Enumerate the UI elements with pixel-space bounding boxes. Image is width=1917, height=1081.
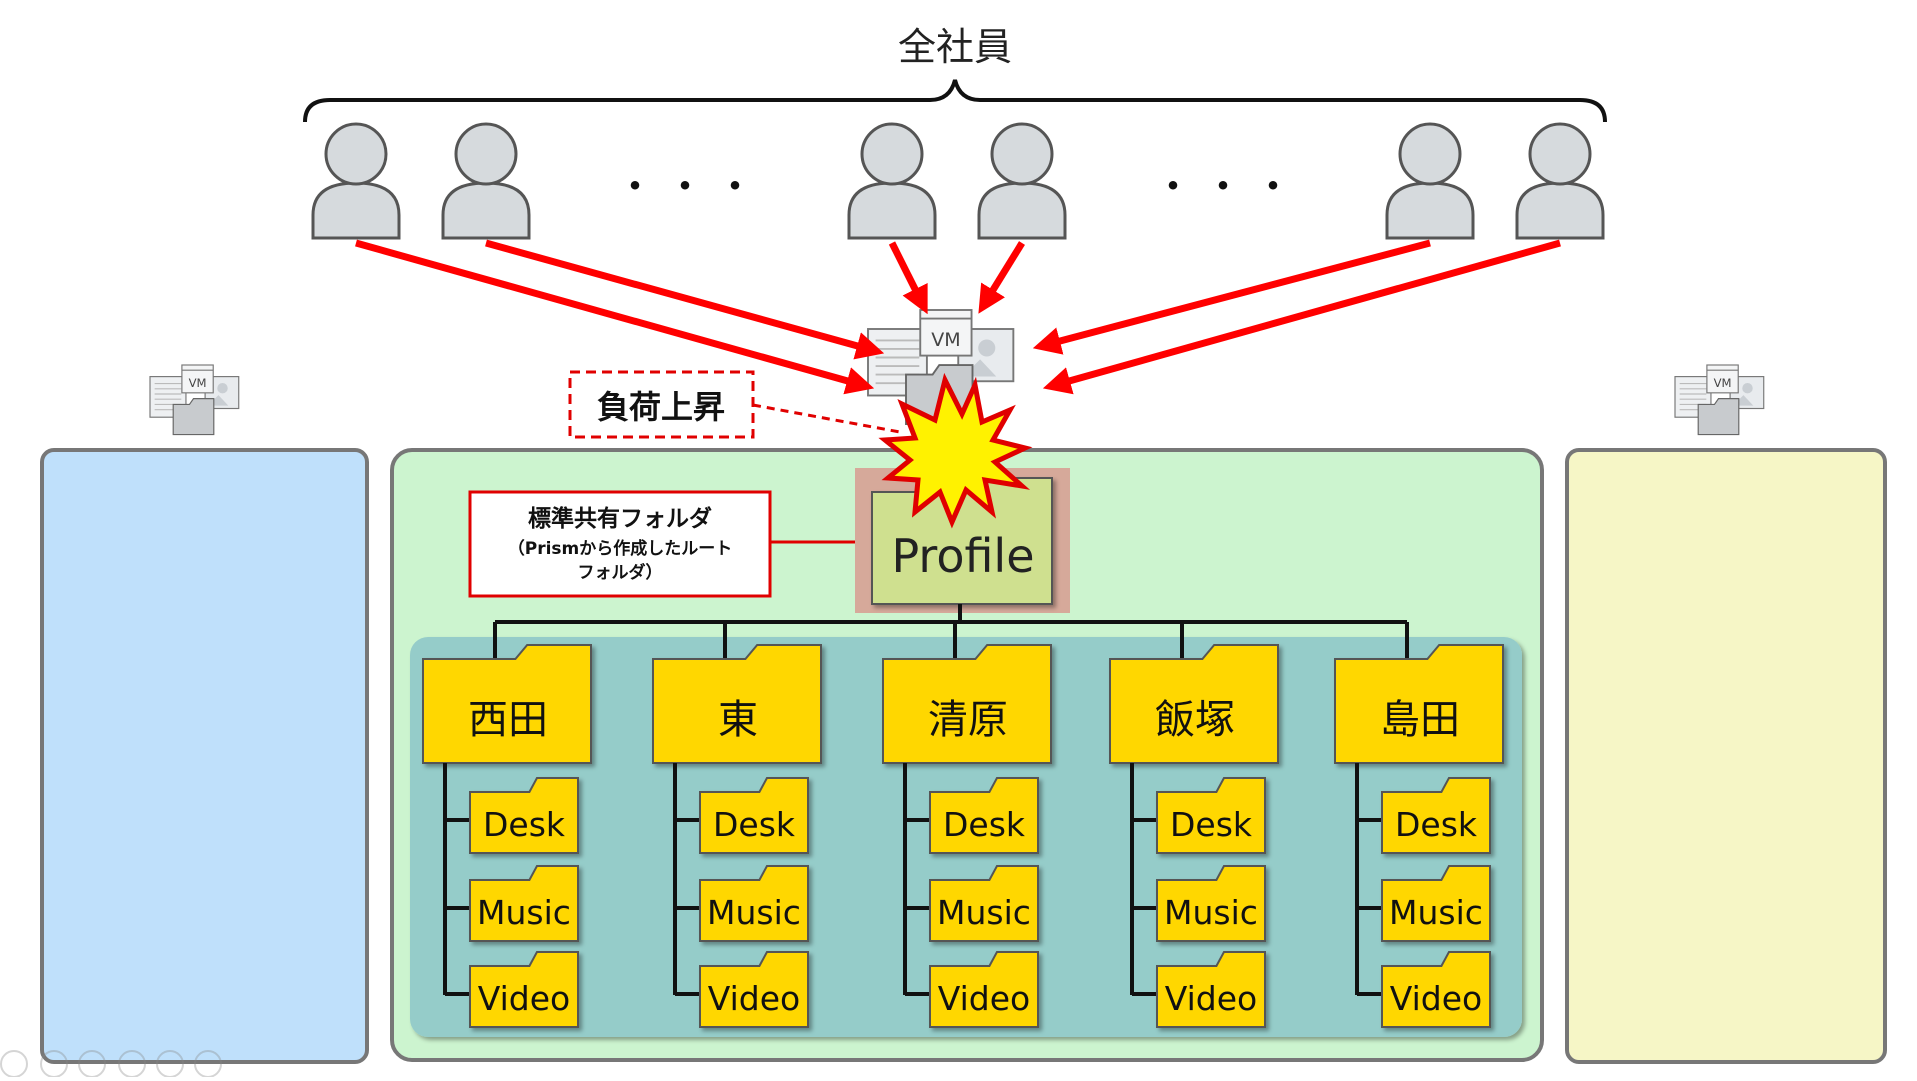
brace: [303, 79, 1607, 123]
user-icon: [977, 122, 1067, 240]
subfolder-shape[interactable]: [699, 951, 809, 1028]
vm-icon-right: VM: [1674, 364, 1765, 436]
subfolder-desk[interactable]: Desk: [469, 777, 579, 854]
subfolder-music[interactable]: Music: [1156, 865, 1266, 942]
user-folder-label: 東: [718, 697, 758, 743]
subfolder-music[interactable]: Music: [929, 865, 1039, 942]
load-label: 負荷上昇: [597, 388, 725, 426]
user-icon: [1385, 122, 1475, 240]
subfolder-video[interactable]: Video: [1156, 951, 1266, 1028]
subfolder-shape[interactable]: [469, 777, 579, 854]
subfolder-video[interactable]: Video: [929, 951, 1039, 1028]
callout-line1: 標準共有フォルダ: [528, 505, 712, 532]
user-icon: [1515, 122, 1605, 240]
subfolder-label: Music: [477, 893, 571, 932]
access-arrow: [485, 239, 885, 360]
subfolder-label: Music: [937, 893, 1031, 932]
subfolder-desk[interactable]: Desk: [1156, 777, 1266, 854]
callout-line2: （Prismから作成したルート: [508, 538, 733, 559]
subfolder-label: Music: [1389, 893, 1483, 932]
subfolder-shape[interactable]: [1381, 951, 1491, 1028]
subfolder-desk[interactable]: Desk: [699, 777, 809, 854]
user-folder-label: 西田: [468, 697, 548, 743]
subfolder-video[interactable]: Video: [1381, 951, 1491, 1028]
subfolder-shape[interactable]: [1381, 865, 1491, 942]
subfolder-label: Video: [1390, 979, 1482, 1018]
subfolder-label: Desk: [483, 805, 566, 844]
access-arrow: [1032, 239, 1431, 355]
subfolder-shape[interactable]: [929, 951, 1039, 1028]
load-label-connector: [752, 403, 901, 434]
right-panel: [1565, 448, 1887, 1064]
user-folder-label: 清原: [928, 697, 1008, 743]
subfolder-shape[interactable]: [469, 951, 579, 1028]
subfolder-desk[interactable]: Desk: [1381, 777, 1491, 854]
left-panel: [40, 448, 369, 1064]
subfolder-shape[interactable]: [699, 777, 809, 854]
user-folder-label: 島田: [1380, 697, 1460, 743]
tree-lines: [493, 604, 1409, 660]
subfolder-label: Desk: [1395, 805, 1478, 844]
callout-line3: フォルダ）: [578, 562, 663, 583]
subfolder-label: Desk: [1170, 805, 1253, 844]
subfolder-label: Music: [1164, 893, 1258, 932]
subfolder-label: Video: [1165, 979, 1257, 1018]
access-arrow: [978, 241, 1025, 314]
burst-icon: [878, 372, 1033, 529]
subfolder-desk[interactable]: Desk: [929, 777, 1039, 854]
user-folder-shape[interactable]: [882, 644, 1052, 764]
subfolder-shape[interactable]: [929, 865, 1039, 942]
access-arrow: [1042, 239, 1561, 395]
people-row: [311, 122, 1605, 240]
user-folder-shape[interactable]: [1109, 644, 1279, 764]
user-icon: [311, 122, 401, 240]
subfolder-shape[interactable]: [929, 777, 1039, 854]
subfolder-shape[interactable]: [699, 865, 809, 942]
profile-label: Profile: [891, 529, 1034, 583]
subfolder-music[interactable]: Music: [699, 865, 809, 942]
title: 全社員: [898, 25, 1012, 69]
subfolder-label: Music: [707, 893, 801, 932]
subfolder-video[interactable]: Video: [699, 951, 809, 1028]
user-folder-shape[interactable]: [1334, 644, 1504, 764]
subfolder-shape[interactable]: [1156, 777, 1266, 854]
subfolder-music[interactable]: Music: [1381, 865, 1491, 942]
subfolder-label: Desk: [943, 805, 1026, 844]
ellipsis-left: ・・・: [615, 164, 765, 210]
user-folder-shape[interactable]: [652, 644, 822, 764]
subfolder-music[interactable]: Music: [469, 865, 579, 942]
user-folder-label: 飯塚: [1155, 697, 1235, 743]
subfolder-shape[interactable]: [1156, 951, 1266, 1028]
vm-icon-left: VM: [149, 364, 240, 436]
access-arrow: [355, 239, 875, 395]
subfolder-label: Video: [478, 979, 570, 1018]
subfolder-shape[interactable]: [1156, 865, 1266, 942]
ellipsis-right: ・・・: [1153, 164, 1303, 210]
subfolder-shape[interactable]: [1381, 777, 1491, 854]
subfolder-label: Video: [938, 979, 1030, 1018]
user-folder-shape[interactable]: [422, 644, 592, 764]
subfolder-shape[interactable]: [469, 865, 579, 942]
load-label-box: [568, 370, 755, 439]
subfolder-label: Desk: [713, 805, 796, 844]
user-icon: [847, 122, 937, 240]
toolbar-button-icon: [0, 1050, 28, 1078]
vm-label: VM: [189, 376, 207, 390]
subfolder-label: Video: [708, 979, 800, 1018]
vm-label: VM: [931, 329, 960, 351]
subfolder-video[interactable]: Video: [469, 951, 579, 1028]
access-arrow: [888, 241, 928, 315]
access-arrows: [355, 239, 1561, 395]
vm-label: VM: [1714, 376, 1732, 390]
user-icon: [441, 122, 531, 240]
callout-box: [468, 490, 772, 598]
